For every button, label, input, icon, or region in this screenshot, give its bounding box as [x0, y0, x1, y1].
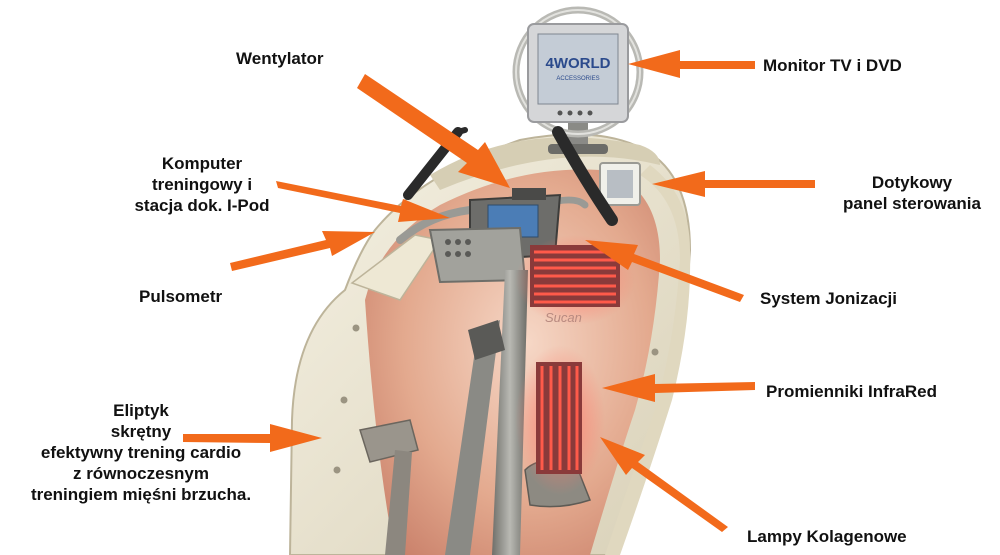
arrow-pulsometr: [230, 231, 375, 271]
label-komputer-line: stacja dok. I-Pod: [134, 196, 270, 215]
machine-mark: Sucan: [545, 310, 582, 325]
arrow-eliptyk: [183, 424, 322, 452]
label-infrared: Promienniki InfraRed: [766, 382, 937, 401]
frame-column: [492, 270, 528, 555]
infrared-lamps-lower: [536, 362, 582, 474]
shell-rivets: [333, 324, 659, 474]
monitor-logo-sub: ACCESSORIES: [556, 76, 599, 82]
arrow-infrared: [602, 374, 755, 402]
arrow-komputer: [276, 181, 450, 222]
label-monitor: Monitor TV i DVD: [763, 56, 902, 75]
capsule-rim-right: [605, 165, 691, 555]
arrow-jonizacja: [585, 240, 744, 302]
label-dotykowy: Dotykowy panel sterowania: [812, 172, 1000, 214]
label-eliptyk-line: Eliptyk: [113, 401, 169, 420]
label-komputer: Komputer treningowy i stacja dok. I-Pod: [102, 153, 302, 216]
monitor-screen: 4WORLD ACCESSORIES: [537, 33, 619, 105]
label-eliptyk-line: treningiem mięśni brzucha.: [30, 485, 252, 504]
infrared-lamps-upper: [530, 245, 620, 307]
label-eliptyk-line: skrętny: [110, 422, 172, 441]
label-eliptyk-line: z równoczesnym: [72, 464, 210, 483]
arrow-wentylator: [357, 74, 510, 188]
handle-right: [552, 126, 618, 226]
arrow-monitor: [628, 50, 755, 78]
arrow-kolagenowe: [600, 437, 728, 532]
label-pulsometr: Pulsometr: [139, 287, 223, 306]
label-dotykowy-line: panel sterowania: [843, 194, 981, 213]
callout-arrows: [183, 50, 815, 532]
frame-pedal-arm: [445, 320, 500, 555]
label-komputer-line: Komputer: [161, 154, 243, 173]
console-buttons: [445, 239, 471, 257]
label-jonizacja: System Jonizacji: [760, 289, 898, 308]
label-kolagenowe: Lampy Kolagenowe: [747, 527, 907, 546]
label-wentylator: Wentylator: [236, 49, 324, 68]
label-komputer-line: treningowy i: [151, 175, 253, 194]
label-eliptyk: Eliptyk skrętny efektywny trening cardio…: [0, 400, 282, 505]
monitor-logo-brand: 4WORLD: [546, 55, 611, 72]
arrow-dotykowy: [652, 171, 815, 197]
label-dotykowy-line: Dotykowy: [871, 173, 953, 192]
label-eliptyk-line: efektywny trening cardio: [40, 443, 242, 462]
monitor-buttons: [557, 110, 593, 116]
